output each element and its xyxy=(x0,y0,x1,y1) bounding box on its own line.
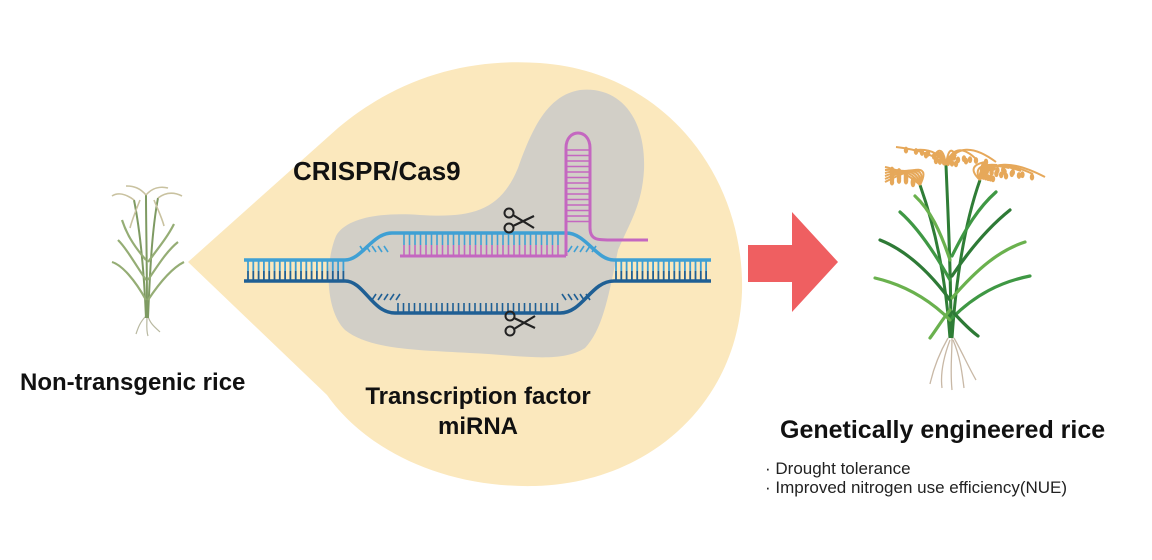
dna-lower-strand xyxy=(244,279,711,315)
rice-panicles xyxy=(884,146,1046,188)
engineered-rice-plant xyxy=(873,146,1046,391)
mirna-label: miRNA xyxy=(437,413,518,440)
guide-rna-stem-loop xyxy=(564,131,648,256)
guide-rna-stem-pairs xyxy=(567,149,589,223)
guide-rna-pairing xyxy=(403,234,559,255)
non-transgenic-rice-label: Non-transgenic rice xyxy=(20,369,246,396)
scissors-icon xyxy=(503,207,535,234)
result-arrow xyxy=(748,212,838,312)
guide-rna xyxy=(400,131,648,258)
trait-nue: · Improved nitrogen use efficiency(NUE) xyxy=(765,478,1068,497)
scissors-icon xyxy=(504,310,536,337)
dna-upper-strand xyxy=(244,231,711,262)
dna-base-pairs-left xyxy=(247,261,345,280)
transcription-factor-label: Transcription factor xyxy=(365,383,591,410)
trait-drought: · Drought tolerance xyxy=(765,459,911,478)
non-transgenic-rice-plant xyxy=(111,185,185,337)
dna-double-helix xyxy=(244,231,711,315)
target-labels: Transcription factor miRNA xyxy=(352,382,604,442)
dna-base-pairs-right xyxy=(615,261,707,280)
crispr-cas9-label: CRISPR/Cas9 xyxy=(293,156,461,186)
engineered-rice-label: Genetically engineered rice xyxy=(780,416,1106,444)
trait-list: · Drought tolerance · Improved nitrogen … xyxy=(765,459,1067,497)
